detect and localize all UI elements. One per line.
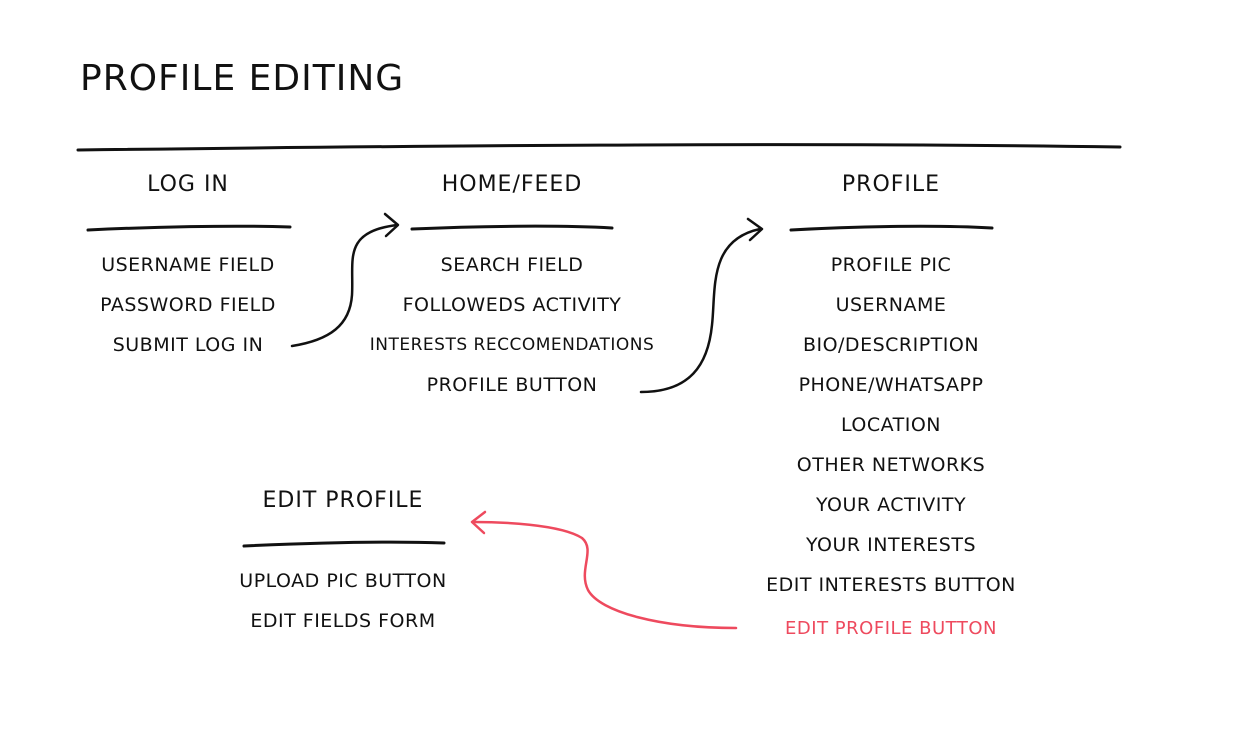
list-item: EDIT FIELDS FORM xyxy=(250,610,436,632)
column-divider xyxy=(352,205,672,245)
list-item: UPLOAD PIC BUTTON xyxy=(239,570,447,592)
list-item: YOUR INTERESTS xyxy=(805,534,977,556)
list-item: FOLLOWEDS ACTIVITY xyxy=(402,294,622,316)
list-item: SUBMIT LOG IN xyxy=(112,334,264,356)
list-item: EDIT INTERESTS BUTTON xyxy=(766,574,1016,596)
list-item: OTHER NETWORKS xyxy=(796,454,986,476)
column-home-feed: HOME/FEED SEARCH FIELD FOLLOWEDS ACTIVIT… xyxy=(352,165,672,405)
column-divider xyxy=(68,205,308,245)
column-divider xyxy=(203,521,483,561)
list-item-highlighted: EDIT PROFILE BUTTON xyxy=(785,618,997,639)
diagram-title: PROFILE EDITING xyxy=(80,58,405,99)
list-item: YOUR ACTIVITY xyxy=(815,494,967,516)
list-item: PROFILE PIC xyxy=(830,254,952,276)
column-profile: PROFILE PROFILE PIC USERNAME BIO/DESCRIP… xyxy=(731,165,1051,649)
list-item: INTERESTS RECCOMENDATIONS xyxy=(369,335,655,355)
column-heading: LOG IN xyxy=(147,172,229,197)
list-item: USERNAME FIELD xyxy=(101,254,275,276)
list-item: LOCATION xyxy=(840,414,942,436)
title-divider xyxy=(76,143,1122,152)
list-item: USERNAME xyxy=(835,294,947,316)
list-item: PASSWORD FIELD xyxy=(100,294,276,316)
list-item: PROFILE BUTTON xyxy=(426,374,598,396)
list-item: PHONE/WHATSAPP xyxy=(798,374,984,396)
list-item: SEARCH FIELD xyxy=(440,254,584,276)
column-heading: HOME/FEED xyxy=(441,172,583,197)
column-log-in: LOG IN USERNAME FIELD PASSWORD FIELD SUB… xyxy=(68,165,308,365)
list-item: BIO/DESCRIPTION xyxy=(802,334,980,356)
column-heading: PROFILE xyxy=(841,172,941,197)
column-heading: EDIT PROFILE xyxy=(262,488,424,513)
column-divider xyxy=(731,205,1051,245)
column-edit-profile: EDIT PROFILE UPLOAD PIC BUTTON EDIT FIEL… xyxy=(203,481,483,641)
arrow-profile-to-edit xyxy=(471,520,738,630)
